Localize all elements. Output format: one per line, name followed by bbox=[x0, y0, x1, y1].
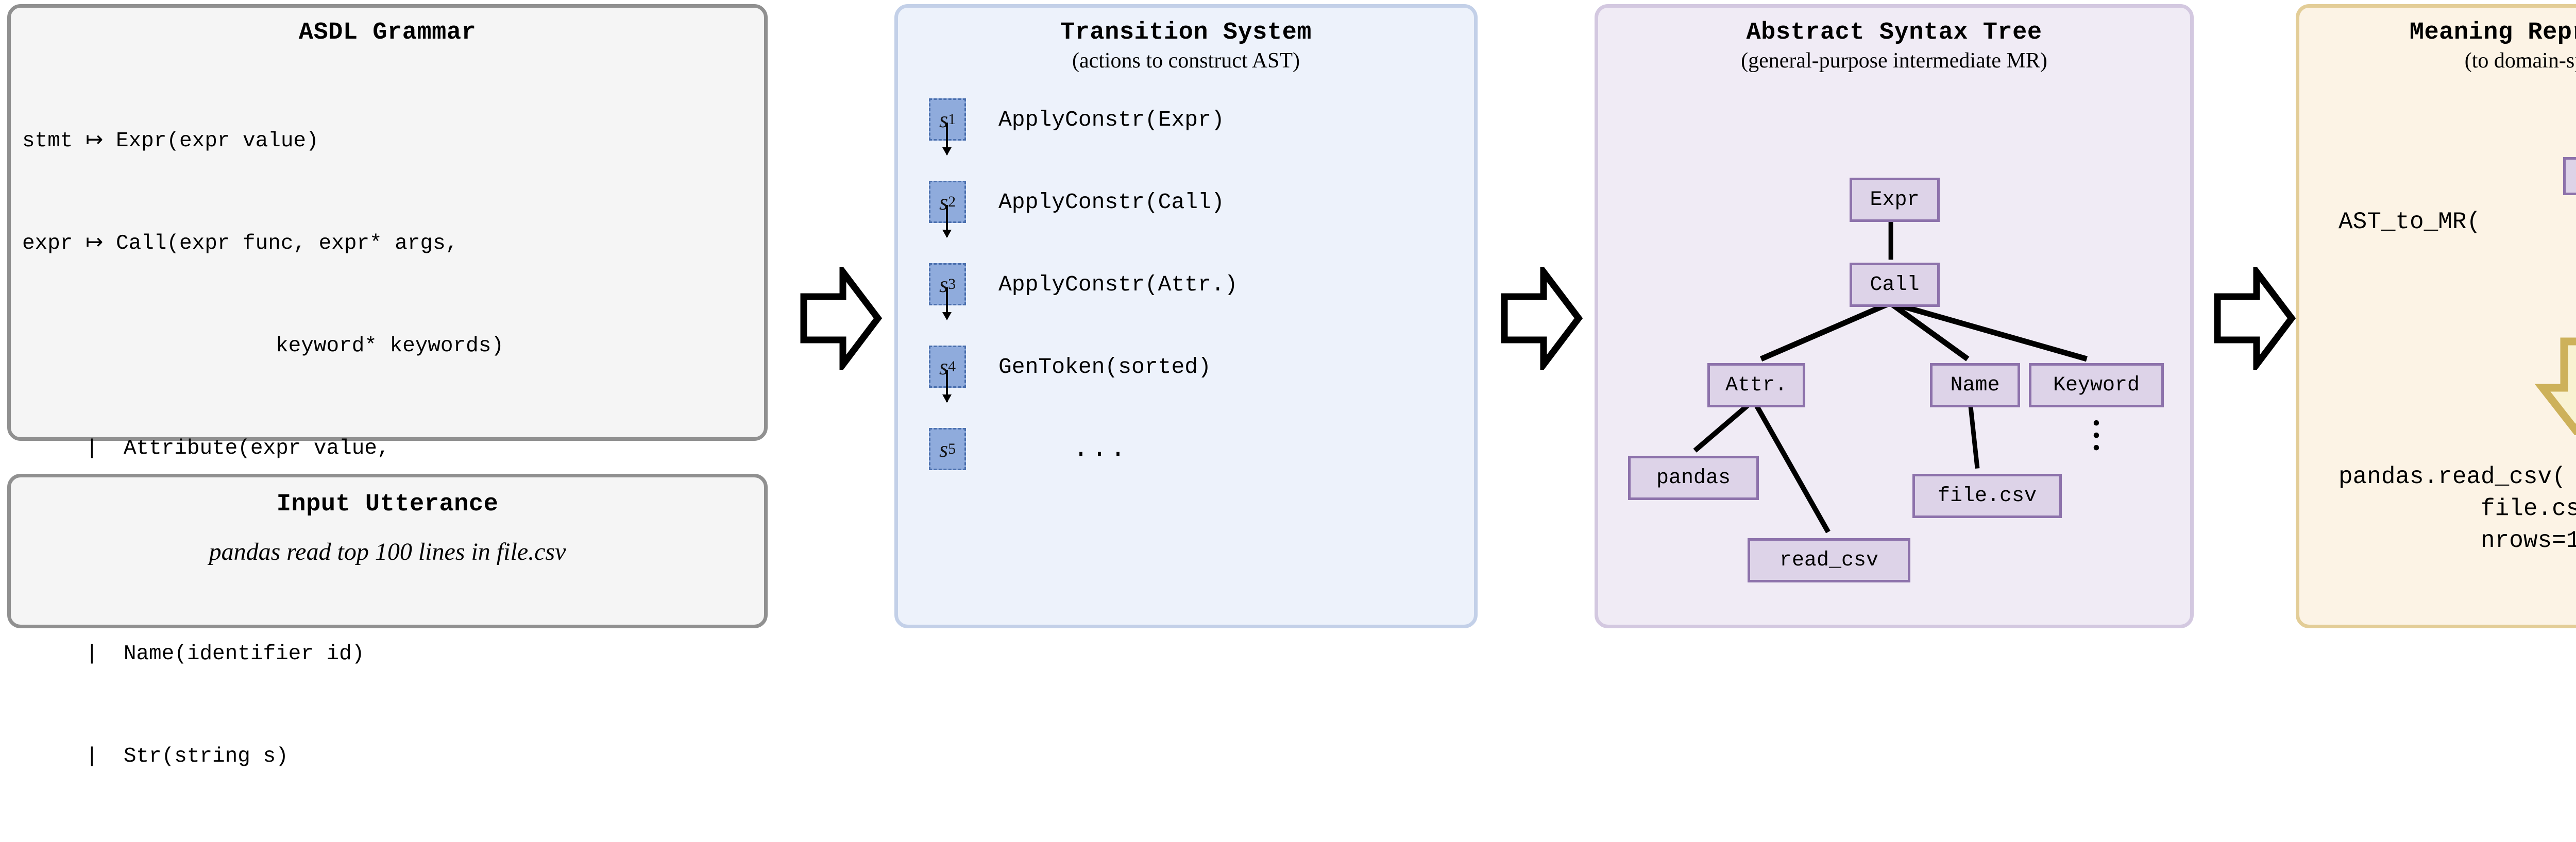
state-label: s bbox=[939, 107, 948, 132]
ast-node-keyword[interactable]: Keyword bbox=[2029, 363, 2164, 407]
down-arrow-icon bbox=[2534, 337, 2576, 435]
ast-edges bbox=[1693, 219, 2088, 534]
flow-arrow-3-icon bbox=[2214, 267, 2296, 370]
input-utterance-panel: Input Utterance pandas read top 100 line… bbox=[7, 474, 768, 628]
transition-arrow-4-icon bbox=[942, 370, 952, 403]
state-index: 2 bbox=[948, 193, 956, 210]
transition-action-1: ApplyConstr(Expr) bbox=[998, 107, 1225, 132]
ast-node-name[interactable]: Name bbox=[1930, 363, 2020, 407]
transition-system-title: Transition System bbox=[1060, 19, 1312, 46]
state-label: s bbox=[939, 189, 948, 215]
ast-node-expr[interactable]: Expr bbox=[1850, 178, 1940, 222]
abstract-syntax-tree-panel: Abstract Syntax Tree (general-purpose in… bbox=[1595, 4, 2194, 628]
transition-arrow-3-icon bbox=[942, 287, 952, 320]
grammar-line: | Str(string s) bbox=[22, 745, 289, 769]
transition-system-subtitle: (actions to construct AST) bbox=[1072, 49, 1300, 73]
flow-arrow-2-icon bbox=[1501, 267, 1583, 370]
mr-title: Meaning Representation bbox=[2409, 19, 2576, 46]
input-utterance-title: Input Utterance bbox=[276, 491, 499, 518]
transition-system-panel: Transition System (actions to construct … bbox=[894, 4, 1478, 628]
state-index: 5 bbox=[948, 440, 956, 457]
ast-node-label: read_csv bbox=[1779, 548, 1879, 572]
grammar-line: | Attribute(expr value, bbox=[22, 437, 390, 461]
ast-node-label: file.csv bbox=[1937, 484, 2037, 508]
mini-tree-node-left bbox=[2563, 157, 2576, 195]
ast-node-attr[interactable]: Attr. bbox=[1707, 363, 1805, 407]
grammar-line: | Name(identifier id) bbox=[22, 642, 365, 666]
ast-title: Abstract Syntax Tree bbox=[1746, 19, 2042, 46]
input-utterance-text: pandas read top 100 lines in file.csv bbox=[209, 538, 566, 565]
ast-subtitle: (general-purpose intermediate MR) bbox=[1741, 49, 2047, 73]
grammar-line: keyword* keywords) bbox=[22, 334, 504, 358]
mr-subtitle: (to domain-specific MR) bbox=[2464, 49, 2576, 73]
state-label: s bbox=[939, 436, 948, 462]
flow-arrow-1-icon bbox=[800, 267, 882, 370]
state-label: s bbox=[939, 271, 948, 297]
transition-arrow-2-icon bbox=[942, 205, 952, 238]
ast-node-label: Name bbox=[1950, 373, 2000, 397]
state-index: 4 bbox=[948, 358, 956, 375]
ast-node-filecsv[interactable]: file.csv bbox=[1912, 474, 2062, 518]
ast-to-mr-call-prefix: AST_to_MR( bbox=[2338, 209, 2481, 235]
grammar-line: expr ↦ Call(expr func, expr* args, bbox=[22, 232, 459, 256]
grammar-line: stmt ↦ Expr(expr value) bbox=[22, 129, 319, 153]
asdl-grammar-rules: stmt ↦ Expr(expr value) expr ↦ Call(expr… bbox=[11, 56, 764, 842]
transition-arrow-1-icon bbox=[942, 123, 952, 156]
ast-node-label: Keyword bbox=[2053, 373, 2140, 397]
state-index: 3 bbox=[948, 276, 956, 293]
transition-action-4: GenToken(sorted) bbox=[998, 354, 1211, 380]
ast-node-label: Call bbox=[1870, 273, 1920, 297]
mr-output-code: pandas.read_csv( file.csv, nrows=100) bbox=[2338, 463, 2576, 555]
meaning-representation-panel: Meaning Representation (to domain-specif… bbox=[2296, 4, 2576, 628]
transition-action-2: ApplyConstr(Call) bbox=[998, 189, 1225, 215]
state-index: 1 bbox=[948, 111, 956, 128]
ast-node-label: Attr. bbox=[1725, 373, 1788, 397]
asdl-grammar-panel: ASDL Grammar stmt ↦ Expr(expr value) exp… bbox=[7, 4, 768, 768]
transition-action-3: ApplyConstr(Attr.) bbox=[998, 271, 1238, 297]
state-label: s bbox=[939, 354, 948, 380]
ast-node-call[interactable]: Call bbox=[1850, 263, 1940, 307]
ast-node-readcsv[interactable]: read_csv bbox=[1748, 538, 1910, 582]
transition-ellipsis: ... bbox=[1073, 434, 1129, 464]
ast-vertical-ellipsis-icon: ••• bbox=[2092, 410, 2100, 461]
ast-node-label: pandas bbox=[1656, 466, 1731, 490]
ast-node-label: Expr bbox=[1870, 188, 1920, 212]
ast-node-pandas[interactable]: pandas bbox=[1628, 456, 1759, 500]
asdl-grammar-title: ASDL Grammar bbox=[298, 19, 477, 46]
